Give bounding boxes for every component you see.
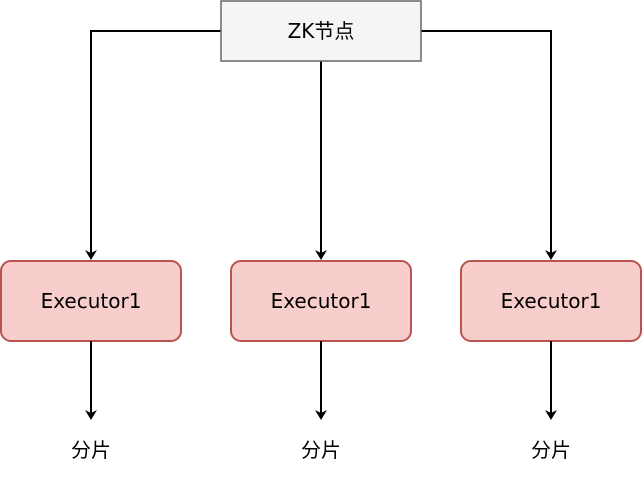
executor-node-3[interactable]: Executor1 (460, 260, 642, 342)
executor-2-output-label: 分片 (301, 438, 341, 462)
root-node[interactable]: ZK节点 (220, 0, 422, 62)
executor-node-2[interactable]: Executor1 (230, 260, 412, 342)
edge-root-to-executor-1 (85, 30, 221, 260)
executor-node-1[interactable]: Executor1 (0, 260, 182, 342)
executor-1-output-label: 分片 (71, 438, 111, 462)
root-node-box (220, 0, 422, 62)
executor-3-output-label: 分片 (531, 438, 571, 462)
executor-node-2-label: Executor1 (271, 289, 372, 313)
executor-node-1-label: Executor1 (41, 289, 142, 313)
root-node-label: ZK节点 (288, 19, 355, 43)
edge-root-to-executor-3 (421, 30, 557, 260)
executor-node-3-label: Executor1 (501, 289, 602, 313)
